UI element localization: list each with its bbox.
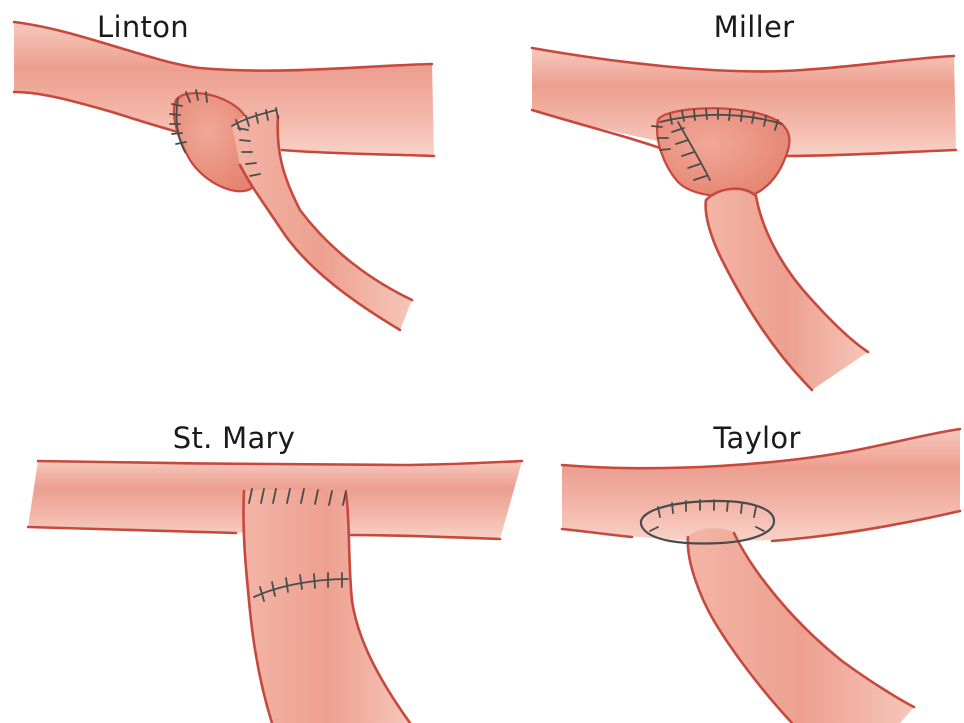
panel-title-taylor: Taylor	[516, 421, 964, 455]
panel-title-linton: Linton	[0, 10, 384, 44]
panel-title-miller: Miller	[513, 10, 964, 44]
panel-taylor: Taylor	[482, 361, 964, 722]
panel-miller: Miller	[482, 0, 964, 361]
stmary-diagram	[0, 361, 482, 722]
miller-diagram	[482, 0, 964, 361]
panel-stmary: St. Mary	[0, 361, 482, 722]
panel-title-stmary: St. Mary	[0, 421, 475, 455]
taylor-diagram	[482, 361, 964, 722]
panel-linton: Linton	[0, 0, 482, 361]
miller-graft	[706, 189, 868, 390]
linton-diagram	[0, 0, 482, 361]
